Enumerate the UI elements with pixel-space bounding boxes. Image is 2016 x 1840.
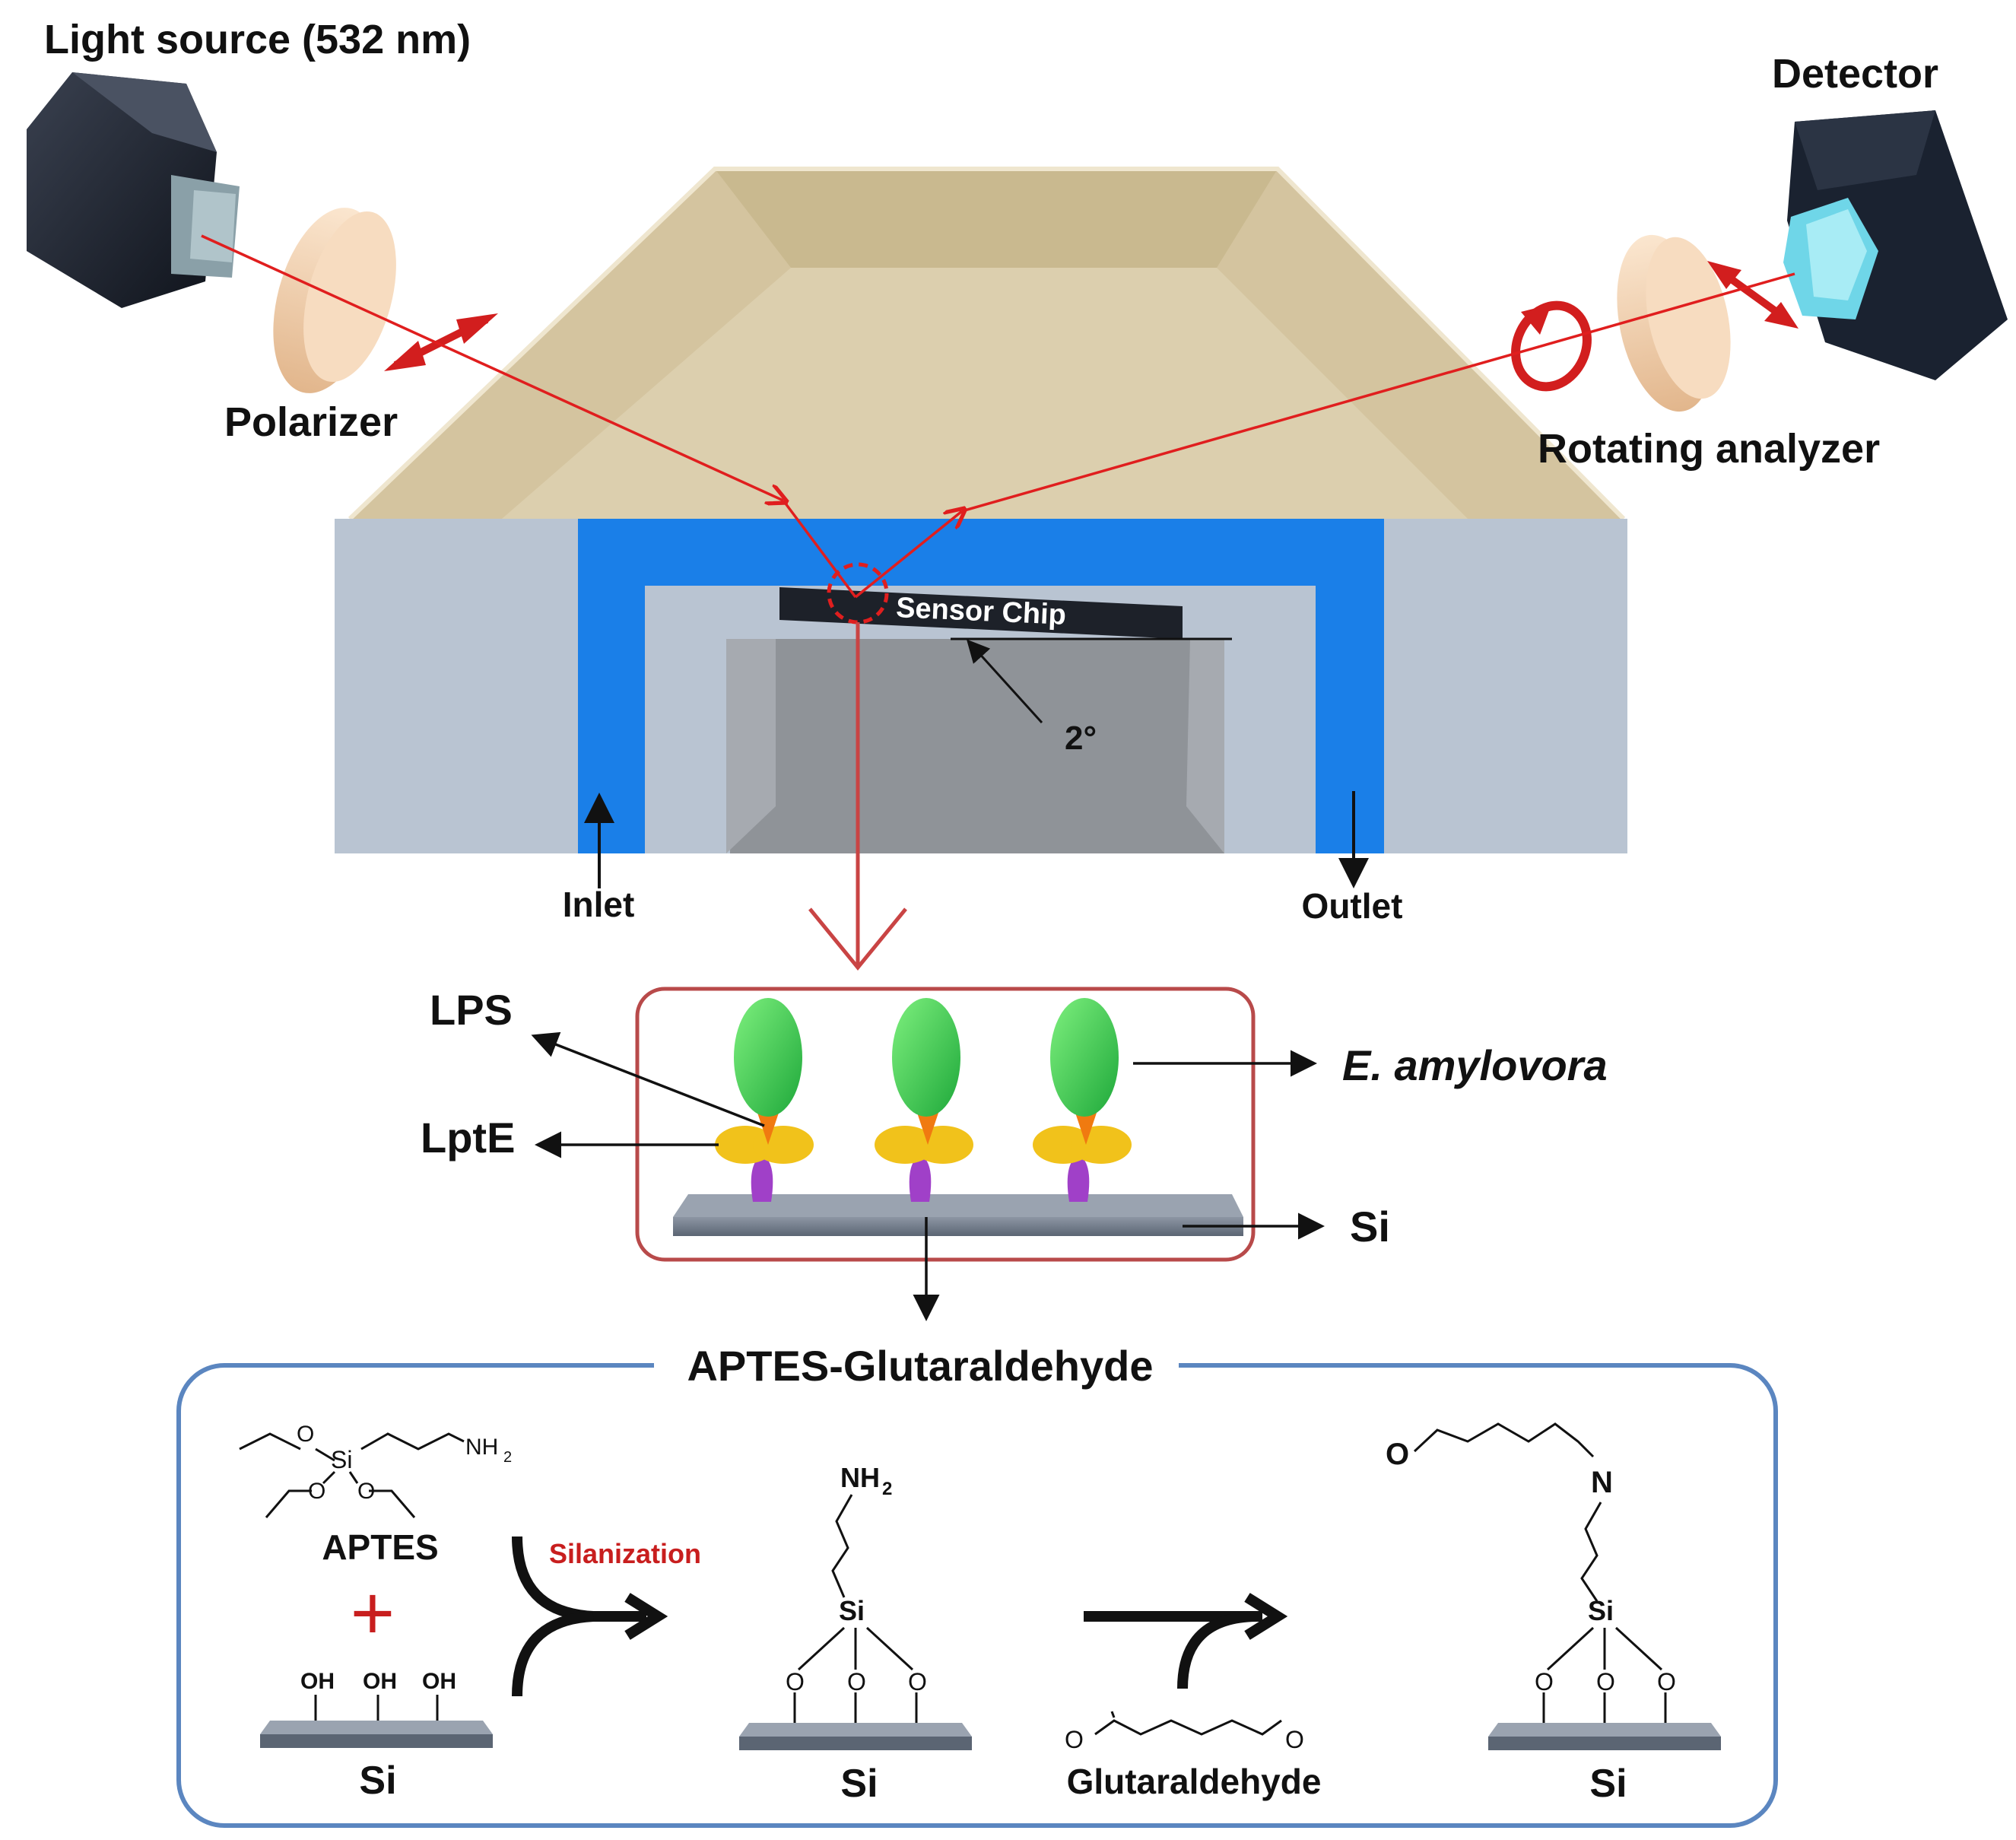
lps-label: LPS [430, 986, 513, 1034]
aptes-o-1: O [297, 1422, 314, 1447]
inlet-block [645, 586, 779, 853]
angle-label: 2° [1065, 720, 1097, 757]
oh-2: OH [363, 1669, 397, 1694]
detector-label: Detector [1772, 51, 1938, 97]
final-structure [1413, 1422, 1667, 1723]
aptes-structure [239, 1432, 465, 1518]
glutaraldehyde-arrow-icon [1084, 1593, 1288, 1689]
glut-o-1: O [1065, 1726, 1084, 1753]
si-substrate-label-3: Si [1589, 1762, 1627, 1806]
bacteria-assembly [1033, 998, 1132, 1202]
glutaraldehyde-structure [1094, 1711, 1282, 1736]
aptes-o-3: O [357, 1479, 375, 1504]
panel-title-bg [654, 1343, 1179, 1396]
surface-nh-subscript: 2 [882, 1479, 892, 1499]
bacteria-assembly [715, 998, 814, 1202]
si-substrate [673, 1194, 1243, 1236]
zoom-arrow [808, 622, 907, 971]
lpte-label: LptE [421, 1114, 515, 1162]
chemistry-panel-frame [176, 1363, 1778, 1828]
light-source [27, 72, 240, 308]
surface-o-1: O [786, 1668, 805, 1695]
aptes-si-structure [793, 1494, 918, 1723]
prism [348, 167, 1626, 521]
focus-spot-icon [827, 562, 889, 624]
final-o-2: O [1596, 1668, 1615, 1695]
aptes-si: Si [331, 1446, 352, 1473]
polarization-arrow-icon [384, 313, 498, 371]
oh-3: OH [422, 1669, 456, 1694]
panel-title: APTES-Glutaraldehyde [687, 1342, 1153, 1390]
glut-o-2: O [1285, 1726, 1304, 1753]
si-label: Si [1350, 1203, 1390, 1251]
surface-o-3: O [908, 1668, 927, 1695]
glutaraldehyde-label: Glutaraldehyde [1067, 1762, 1322, 1801]
surface-zoom-frame [635, 987, 1256, 1262]
rotating-analyzer [1617, 234, 1731, 412]
surface-o-2: O [847, 1668, 866, 1695]
inlet-label: Inlet [563, 885, 635, 924]
final-o-aldehyde: O [1386, 1438, 1409, 1471]
detector [1783, 110, 2008, 380]
angle-pointer [966, 639, 1043, 724]
plus-sign: + [351, 1571, 395, 1656]
final-o-1: O [1535, 1668, 1554, 1695]
silanization-label: Silanization [549, 1538, 701, 1569]
outlet-label: Outlet [1302, 886, 1403, 926]
polarizer-label: Polarizer [224, 399, 398, 445]
aptes-nh-subscript: 2 [503, 1449, 512, 1466]
si-substrate-label-2: Si [840, 1762, 878, 1806]
aptes-nh: NH [465, 1435, 498, 1460]
si-substrate-2 [739, 1723, 972, 1750]
final-si-atom: Si [1588, 1595, 1614, 1626]
rotating-analyzer-label: Rotating analyzer [1538, 426, 1880, 472]
sensor-chip-label: Sensor Chip [895, 592, 1066, 631]
si-substrate-oh: OH OH OH [260, 1669, 493, 1748]
lps-pointer [531, 1031, 765, 1127]
aptes-o-2: O [308, 1479, 325, 1504]
light-source-label: Light source (532 nm) [44, 17, 471, 62]
final-n: N [1591, 1466, 1613, 1499]
rotation-icon [1511, 300, 1592, 392]
e-amylovora-label: E. amylovora [1342, 1041, 1608, 1089]
surface-si-atom: Si [839, 1595, 865, 1626]
bacteria-assembly [875, 998, 973, 1202]
silanization-arrow-icon [512, 1536, 668, 1697]
oh-1: OH [300, 1669, 335, 1694]
si-substrate-3 [1488, 1723, 1721, 1750]
laser-beam [201, 234, 1795, 599]
final-o-3: O [1657, 1668, 1676, 1695]
surface-nh: NH [840, 1462, 880, 1493]
si-substrate-label-1: Si [359, 1759, 396, 1803]
sensor-chip: Sensor Chip [779, 587, 1183, 639]
aptes-label: APTES [322, 1527, 438, 1567]
outlet-block [1183, 586, 1316, 853]
fluid-channel [578, 519, 1384, 853]
analyzer-arrow-icon [1707, 261, 1799, 329]
polarizer [273, 208, 396, 393]
